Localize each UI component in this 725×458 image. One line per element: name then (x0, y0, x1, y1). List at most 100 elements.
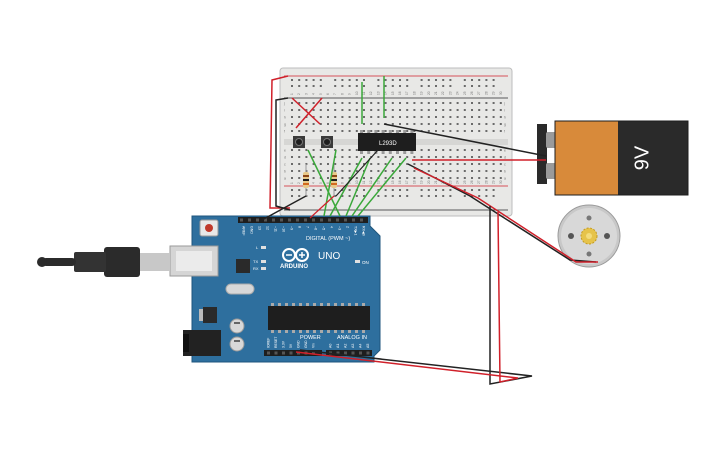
analog-pin-label: A5 (366, 344, 370, 348)
column-number: 2 (297, 182, 301, 184)
red-wire[interactable] (295, 97, 323, 129)
column-number: 19 (420, 180, 424, 184)
battery-label: 9V (631, 145, 653, 170)
power-pin-label: 3.3V (282, 340, 286, 348)
column-number: 30 (499, 180, 503, 184)
arduino-brand: ARDUINO (280, 264, 308, 270)
row-letter: a (504, 177, 506, 181)
column-number: 23 (448, 91, 452, 95)
column-number: 11 (362, 91, 366, 95)
row-letter: e (504, 149, 506, 153)
column-number: 20 (427, 91, 431, 95)
analog-pin-label: A0 (329, 344, 333, 348)
red-wire[interactable] (291, 97, 321, 125)
column-number: 26 (470, 91, 474, 95)
chip-label: L293D (379, 141, 397, 147)
red-wire[interactable] (269, 75, 290, 209)
digital-pin-label: 12 (266, 226, 270, 230)
resistor-1[interactable] (303, 164, 309, 196)
red-wire[interactable] (309, 195, 335, 219)
rx-led-label: RX (253, 266, 259, 271)
column-number: 12 (369, 180, 373, 184)
column-number: 22 (441, 91, 445, 95)
power-pin-label: Vin (312, 343, 316, 348)
column-number: 9 (348, 93, 352, 95)
black-wire[interactable] (335, 149, 379, 197)
column-number: 13 (376, 91, 380, 95)
digital-header-label: DIGITAL (PWM ~) (306, 236, 350, 242)
column-number: 5 (319, 93, 323, 95)
analog-pin-label: A2 (344, 344, 348, 348)
column-number: 14 (384, 91, 388, 95)
on-label: ON (362, 260, 369, 265)
push-button-1[interactable] (293, 136, 305, 148)
dc-motor[interactable] (557, 204, 621, 268)
breadboard-holes (291, 79, 502, 197)
wires (261, 75, 598, 385)
capacitor (229, 336, 245, 352)
column-number: 21 (434, 91, 438, 95)
digital-pin-label: ~5 (322, 226, 326, 230)
green-wire[interactable] (345, 157, 371, 217)
row-letter: c (284, 163, 286, 167)
digital-pin-label: 4 (330, 226, 334, 228)
digital-pin-label: 7 (306, 226, 310, 228)
power-pin-label: GND (297, 340, 301, 348)
analog-pin-label: A4 (359, 344, 363, 348)
column-number: 24 (456, 180, 460, 184)
digital-pin-label: GND (250, 226, 254, 234)
row-letter: b (284, 170, 286, 174)
column-number: 7 (333, 93, 337, 95)
l293d-motor-driver-chip[interactable]: L293D (358, 130, 416, 154)
row-letter: d (504, 156, 506, 160)
row-letter: a (284, 177, 286, 181)
column-number: 8 (340, 182, 344, 184)
red-wire[interactable] (295, 211, 519, 383)
dc-power-jack[interactable] (183, 330, 221, 356)
black-wire[interactable] (261, 195, 307, 221)
power-pin-label: IOREF (267, 338, 271, 348)
column-number: 10 (355, 180, 359, 184)
digital-pin-label: ~3 (338, 226, 342, 230)
row-letter: g (504, 123, 506, 127)
red-wire[interactable] (413, 167, 598, 263)
resistor-2[interactable] (331, 164, 337, 196)
green-wire[interactable] (351, 157, 393, 217)
black-wire[interactable] (383, 123, 547, 157)
power-pin-label: RESET (274, 337, 278, 348)
nine-volt-battery[interactable]: 9V (537, 120, 689, 196)
crystal-oscillator (225, 283, 255, 295)
column-number: 28 (484, 180, 488, 184)
green-wire[interactable] (307, 149, 341, 217)
atmega-microcontroller (268, 306, 370, 330)
digital-pin-label: ~6 (314, 226, 318, 230)
digital-pin-label: ~9 (290, 226, 294, 230)
column-number: 27 (477, 91, 481, 95)
voltage-regulator (203, 307, 217, 323)
column-number: 6 (326, 182, 330, 184)
column-number: 4 (312, 182, 316, 184)
push-button-2[interactable] (321, 136, 333, 148)
column-number: 2 (297, 93, 301, 95)
digital-pin-label: AREF (242, 226, 246, 236)
analog-pin-label: A3 (351, 344, 355, 348)
column-number: 24 (456, 91, 460, 95)
row-letter: j (503, 102, 505, 106)
green-wire[interactable] (329, 157, 363, 217)
column-number: 13 (376, 180, 380, 184)
green-wire[interactable] (323, 149, 337, 217)
green-wire[interactable] (357, 157, 407, 217)
column-number: 15 (391, 91, 395, 95)
digital-pin-label: 13 (258, 226, 262, 230)
analog-header-label: ANALOG IN (337, 335, 367, 341)
column-number: 16 (398, 180, 402, 184)
column-number: 12 (369, 91, 373, 95)
breadboard-column-numbers: 1122334455667788991010111112121313141415… (290, 91, 503, 184)
usb-cable[interactable] (37, 247, 170, 277)
row-letter: f (284, 130, 285, 134)
